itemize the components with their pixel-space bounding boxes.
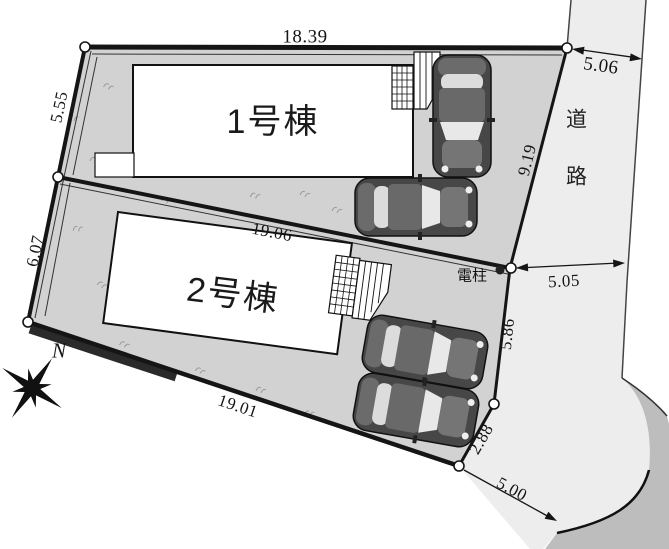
utility-pole-icon <box>495 265 505 275</box>
building-1-footprint <box>94 51 441 178</box>
parked-car-2 <box>354 173 478 241</box>
building-2-steps <box>351 259 393 321</box>
building-1-porch-grid <box>391 65 414 110</box>
compass-north-label: N <box>51 338 67 363</box>
setback-lines <box>34 50 563 319</box>
dimension-road-width-top: 5.06 <box>582 53 620 79</box>
utility-pole-label: 電柱 <box>456 268 488 285</box>
road-corner-curb <box>556 469 651 535</box>
dimension-road-width-middle: 5.05 <box>547 270 581 292</box>
road-surface <box>459 0 650 549</box>
plot-boundary <box>26 44 569 469</box>
boundary-markers <box>22 41 573 472</box>
parked-car-1 <box>428 54 496 178</box>
road-label: 道路 <box>563 108 588 222</box>
road-near-edge-stub <box>566 0 572 49</box>
road-upper-curb <box>621 377 668 417</box>
building-2-footprint <box>102 210 393 356</box>
dimension-right-middle: 5.86 <box>495 317 519 351</box>
road-corner-block <box>545 378 669 549</box>
dimension-arrows <box>463 46 642 521</box>
dimension-top: 18.39 <box>282 26 328 48</box>
compass-icon <box>2 358 62 418</box>
building-1-label: 1号棟 <box>226 103 320 141</box>
road-far-edge <box>621 0 647 379</box>
lot-divider-line <box>57 175 511 270</box>
